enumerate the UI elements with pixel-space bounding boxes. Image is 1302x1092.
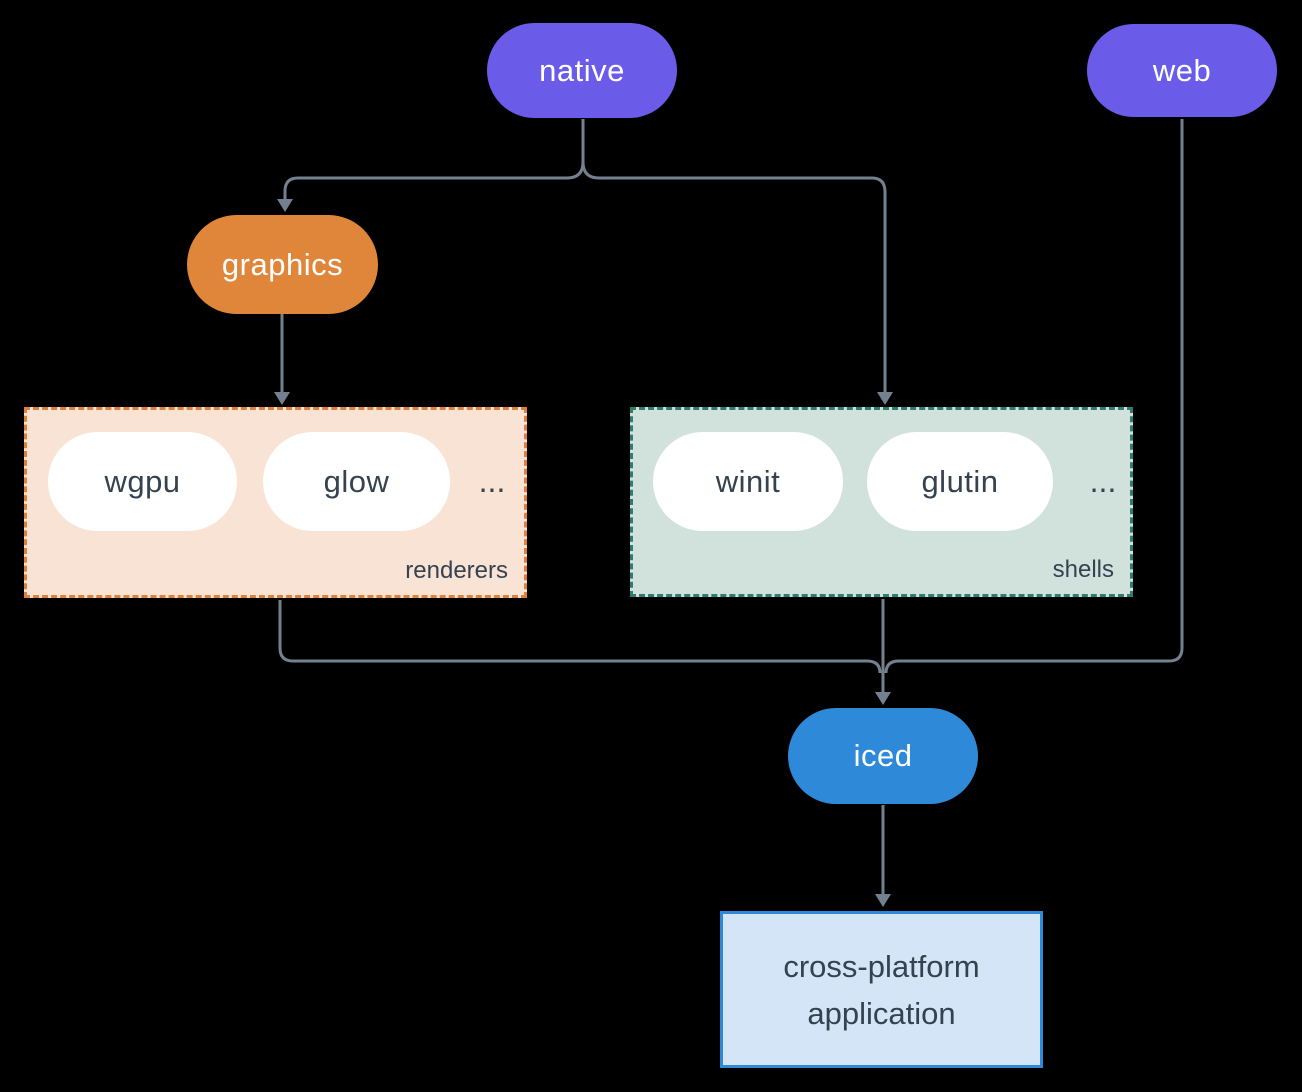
- node-winit-label: winit: [715, 463, 781, 499]
- node-winit: winit: [653, 432, 843, 531]
- node-web-label: web: [1152, 52, 1212, 88]
- group-shells-label: shells: [1052, 556, 1114, 583]
- arrowhead-into-application: [875, 894, 891, 907]
- node-wgpu-label: wgpu: [104, 463, 181, 499]
- group-renderers: wgpu glow ... renderers: [24, 407, 527, 598]
- node-application-line1: cross-platform: [783, 948, 980, 984]
- node-glutin-label: glutin: [921, 463, 999, 499]
- arrowhead-into-graphics: [277, 199, 293, 212]
- node-application-line2: application: [807, 995, 956, 1031]
- node-iced-label: iced: [853, 738, 913, 773]
- node-iced: iced: [788, 708, 978, 804]
- connector-native-to-graphics: [283, 161, 585, 199]
- arrowhead-into-renderers: [274, 392, 290, 405]
- node-native-label: native: [539, 52, 625, 88]
- node-glow-label: glow: [323, 463, 390, 499]
- renderers-ellipsis: ...: [478, 463, 506, 499]
- connector-renderers-to-merge: [278, 600, 882, 674]
- group-shells: winit glutin ... shells: [630, 407, 1133, 597]
- node-native: native: [487, 23, 677, 118]
- node-glutin: glutin: [867, 432, 1053, 531]
- node-web: web: [1087, 24, 1277, 117]
- connector-native-to-shells: [581, 161, 887, 392]
- node-application: cross-platform application: [720, 911, 1043, 1068]
- group-renderers-label: renderers: [405, 557, 508, 584]
- shells-ellipsis: ...: [1089, 463, 1117, 499]
- arrowhead-into-shells: [877, 392, 893, 405]
- node-graphics-label: graphics: [221, 246, 344, 282]
- node-glow: glow: [263, 432, 450, 531]
- node-wgpu: wgpu: [48, 432, 237, 531]
- arrowhead-into-iced: [875, 692, 891, 705]
- node-graphics: graphics: [187, 215, 378, 314]
